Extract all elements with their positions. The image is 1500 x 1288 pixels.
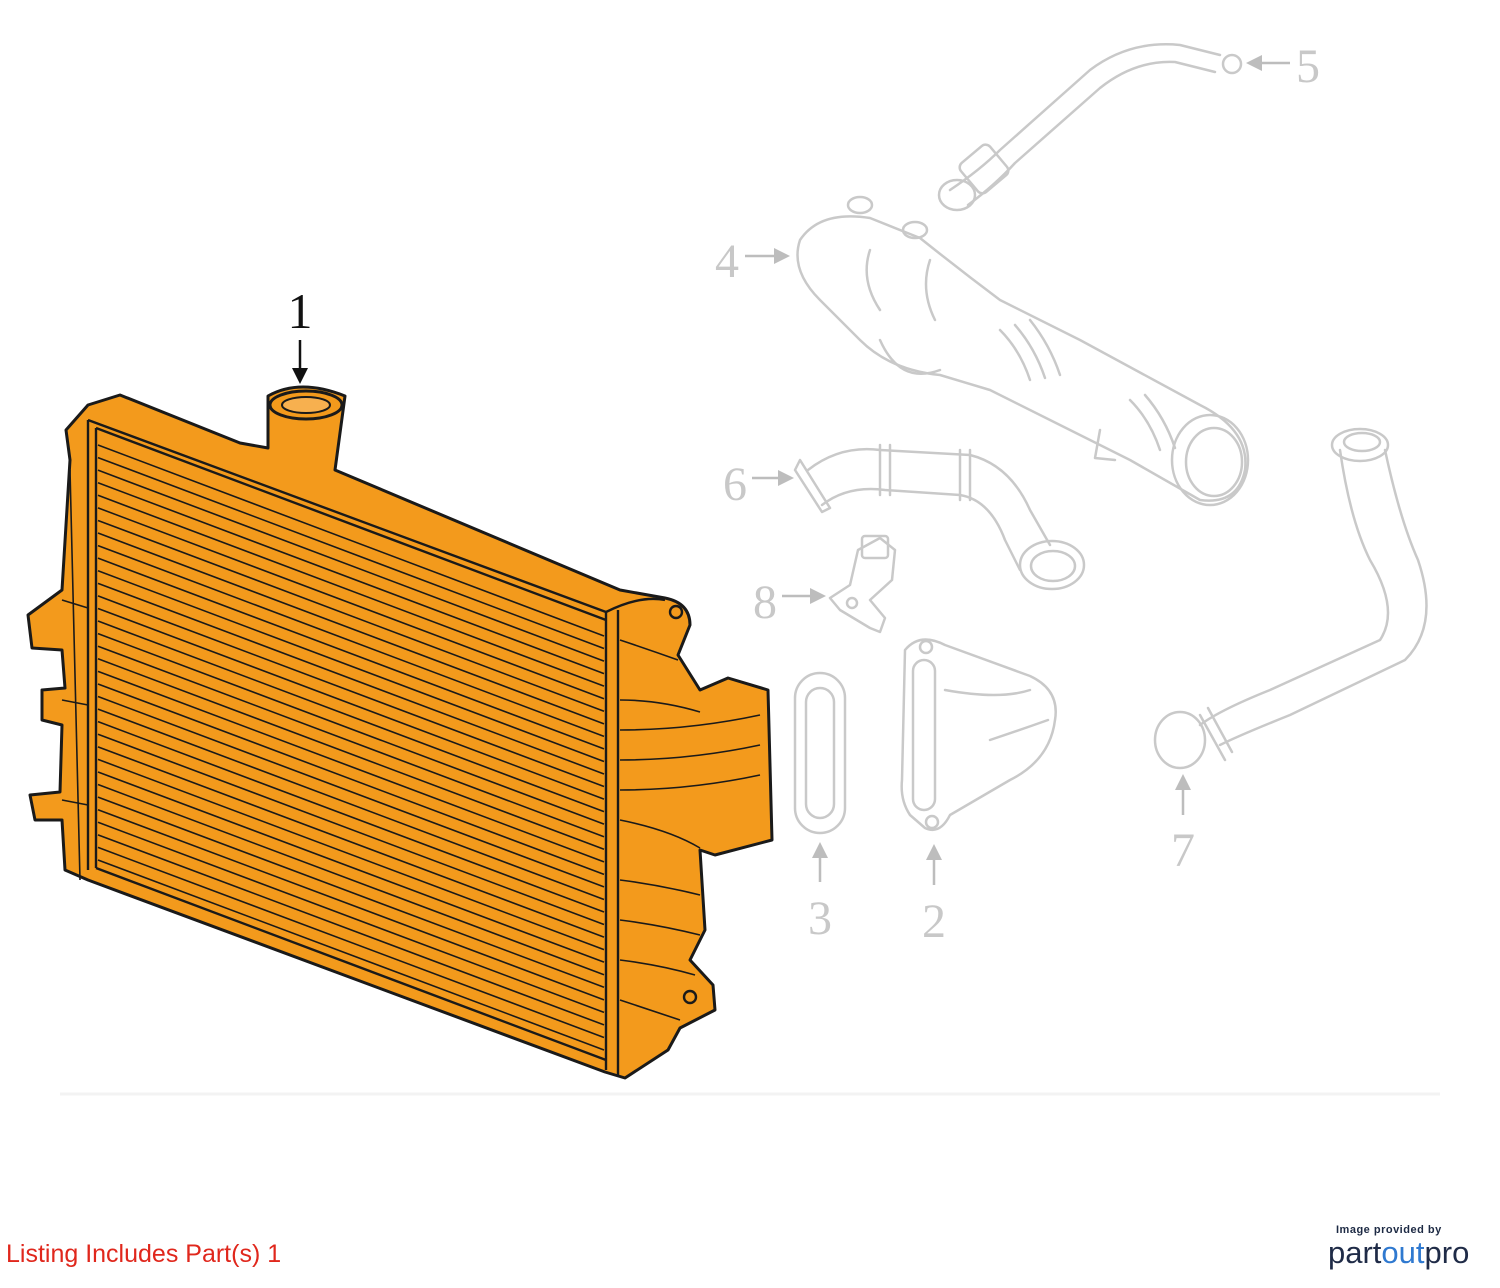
fin-line: [97, 658, 605, 851]
fin-line: [97, 469, 605, 662]
partoutpro-attribution: Image provided by partoutpro: [1328, 1224, 1478, 1270]
callout-7: 7: [1171, 774, 1195, 877]
core-fins: [97, 444, 605, 1051]
callout-4-label: 4: [715, 235, 739, 288]
callout-5: 5: [1246, 40, 1320, 93]
callout-4: 4: [715, 235, 790, 288]
callout-7-label: 7: [1171, 824, 1195, 877]
part-1-intercooler: [26, 385, 774, 1080]
fin-line: [97, 607, 605, 800]
part-7-hose: [1153, 427, 1428, 770]
callout-1-label: 1: [288, 283, 313, 339]
fin-line: [97, 481, 605, 675]
brand-out-text: out: [1381, 1235, 1425, 1270]
callout-3: 3: [808, 842, 832, 945]
fin-line: [97, 632, 605, 825]
fin-line: [97, 746, 605, 938]
callout-8: 8: [753, 576, 826, 629]
part-3-seal: [793, 671, 847, 835]
part-4-intake-duct: [796, 195, 1250, 507]
listing-caption: Listing Includes Part(s) 1: [6, 1240, 282, 1268]
fin-line: [97, 456, 605, 650]
fin-line: [97, 595, 605, 788]
fin-line: [97, 507, 605, 700]
callout-1: 1: [288, 283, 313, 384]
callout-8-label: 8: [753, 576, 777, 629]
fin-line: [97, 645, 605, 838]
fin-line: [97, 695, 605, 888]
partoutpro-logo: partoutpro: [1328, 1236, 1478, 1270]
part-5-breather-hose: [937, 43, 1243, 212]
fin-line: [97, 532, 605, 725]
fin-line: [97, 783, 605, 976]
fin-line: [97, 544, 605, 738]
fin-line: [97, 758, 605, 951]
fin-line: [97, 519, 605, 713]
fin-line: [97, 494, 605, 687]
fin-line: [97, 557, 605, 750]
fin-line: [97, 834, 605, 1026]
brand-pro-text: pro: [1424, 1235, 1470, 1270]
callout-6: 6: [723, 458, 794, 511]
callout-3-label: 3: [808, 892, 832, 945]
fin-line: [97, 846, 605, 1039]
callout-2-label: 2: [922, 895, 946, 948]
part-2-outlet-adapter: [900, 638, 1057, 832]
fin-line: [97, 444, 605, 637]
fin-line: [97, 582, 605, 775]
fin-line: [97, 821, 605, 1014]
fin-line: [97, 859, 605, 1051]
attribution-label: Image provided by: [1336, 1224, 1442, 1236]
callout-2: 2: [922, 844, 946, 948]
fin-line: [97, 683, 605, 876]
fin-line: [97, 720, 605, 913]
part-8-sensor: [828, 534, 897, 634]
fin-line: [97, 808, 605, 1001]
callout-5-label: 5: [1296, 40, 1320, 93]
fin-line: [97, 570, 605, 763]
brand-part-text: part: [1328, 1235, 1382, 1270]
fin-line: [97, 796, 605, 989]
callout-6-label: 6: [723, 458, 747, 511]
fin-line: [97, 771, 605, 963]
fin-line: [97, 708, 605, 901]
fin-line: [97, 620, 605, 813]
fin-line: [97, 733, 605, 926]
part-6-hose: [793, 443, 1086, 591]
fin-line: [97, 670, 605, 863]
